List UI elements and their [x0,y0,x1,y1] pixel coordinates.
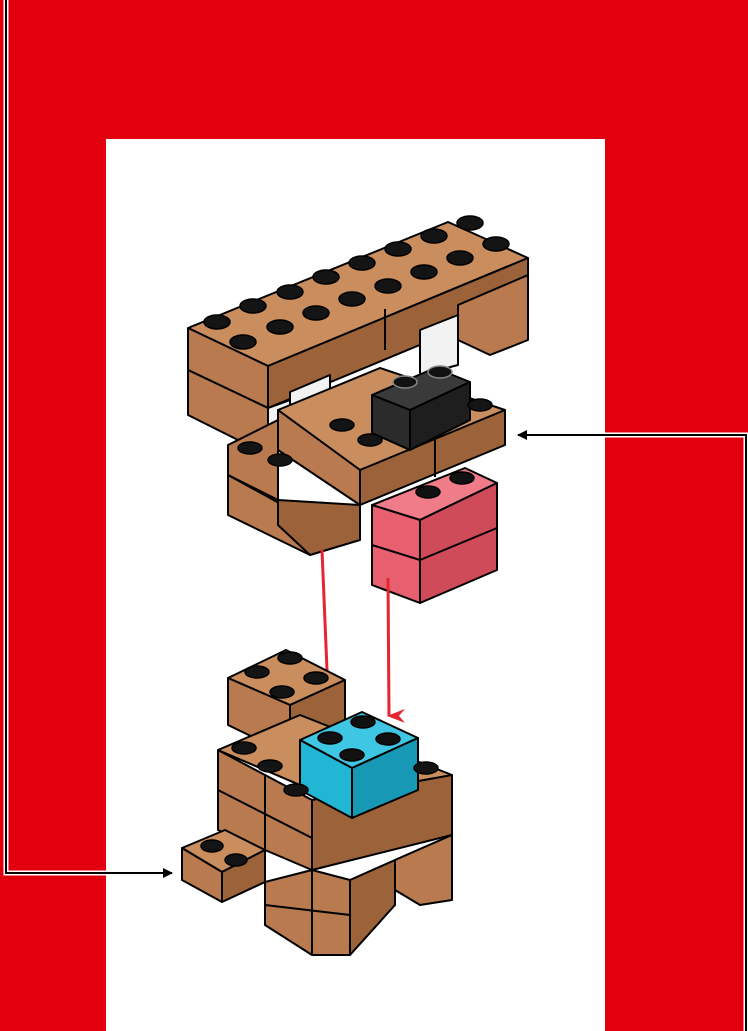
black-brick-side [409,381,471,451]
pink-brick-studs [415,471,475,499]
body-studs [200,651,439,867]
right-gutter-upper [605,139,748,435]
cyan-brick-studs [317,715,401,762]
guide-arrow-right [386,577,406,723]
pointer-to-foot [3,0,173,878]
cyan-brick-side [351,737,419,819]
right-gutter-lower [605,440,748,1031]
head-studs [203,215,510,467]
pink-brick-front [371,504,421,604]
black-brick-studs [392,365,453,389]
pointer-to-head [517,430,748,1031]
body-assembly [181,649,453,956]
head-platform-side [359,409,506,506]
